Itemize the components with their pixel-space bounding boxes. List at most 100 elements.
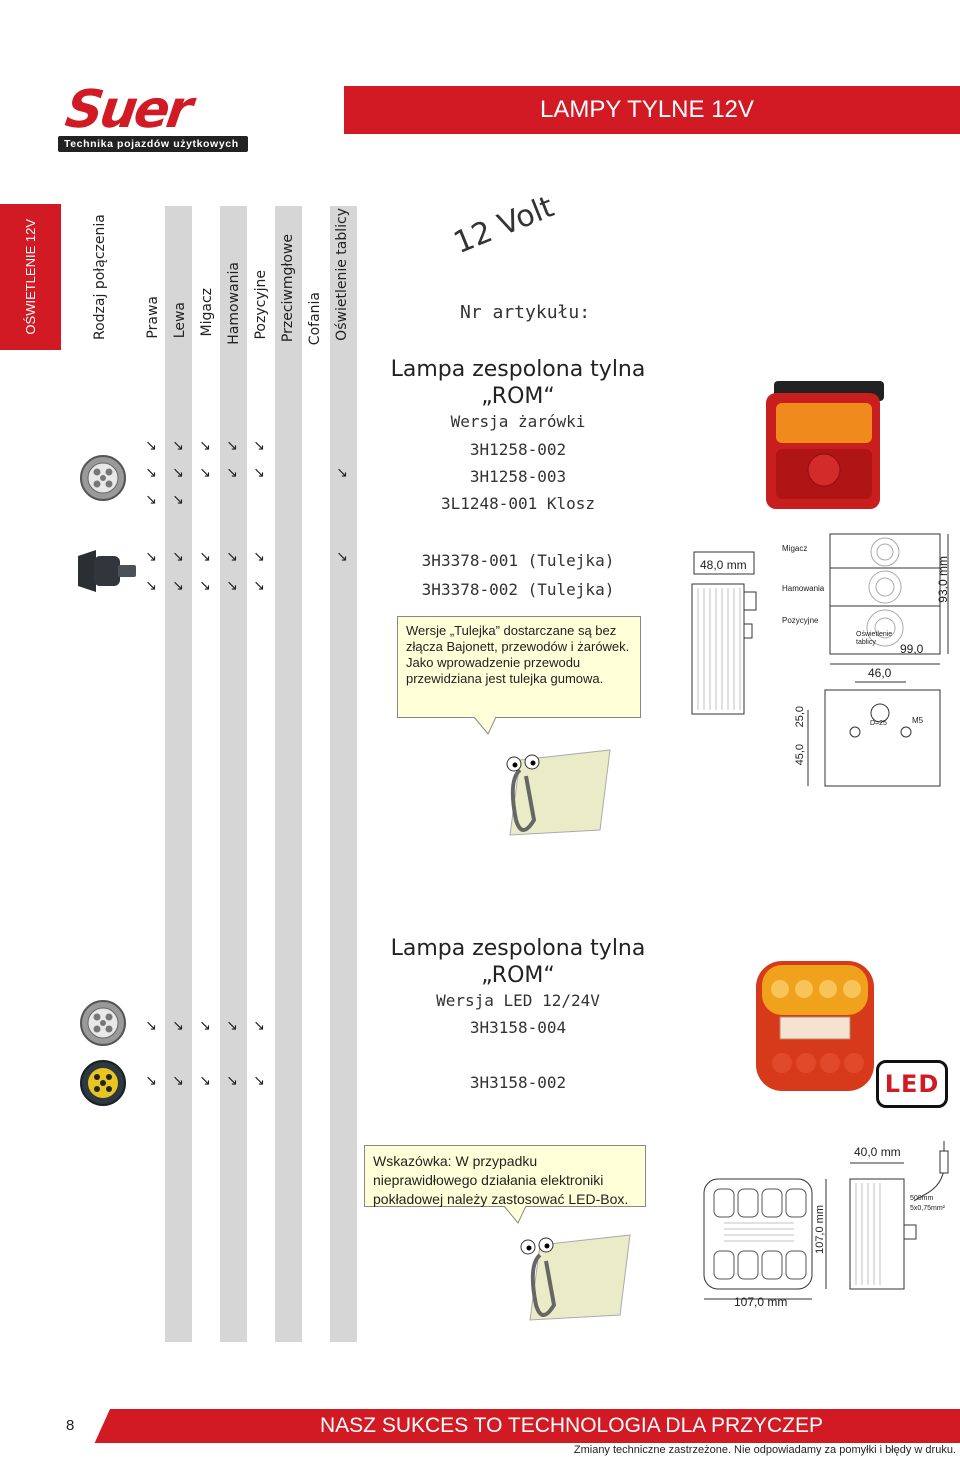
paperclip-assistant-icon: [506, 749, 611, 836]
product2-code-2: 3H3158-002: [469, 1073, 567, 1092]
dim-cable2: 5x0,75mm²: [910, 1205, 946, 1212]
check: ↘: [172, 492, 184, 508]
column-oswietlenie: [330, 206, 357, 1342]
note-pointer: [473, 716, 497, 735]
check: ↘: [172, 438, 184, 454]
paperclip-assistant-icon: [520, 1234, 631, 1321]
product2-variant: Wersja LED 12/24V: [436, 991, 600, 1010]
check: ↘: [145, 1018, 157, 1034]
check: ↘: [145, 1073, 157, 1089]
column-lewa: [165, 206, 192, 1342]
check: ↘: [253, 1073, 265, 1089]
check: ↘: [253, 465, 265, 481]
dim-hole-spacing: 46,0: [868, 666, 892, 680]
dim-depth: 48,0 mm: [700, 558, 747, 572]
footer-page-tab: [0, 1409, 110, 1443]
rom-led-lamp-photo: [756, 961, 874, 1091]
page-number: 8: [66, 1417, 75, 1434]
product1-note: Wersje „Tulejka” dostarczane są bez złąc…: [397, 616, 641, 718]
led-badge-text: LED: [884, 1070, 940, 1098]
check: ↘: [336, 549, 348, 565]
dim-v2: 45,0: [794, 744, 806, 766]
product1-variant: Wersja żarówki: [450, 412, 586, 431]
column-header-pozycyjne: Pozycyjne: [253, 270, 269, 340]
check: ↘: [253, 578, 265, 594]
check: ↘: [336, 465, 348, 481]
article-label: Nr artykułu:: [460, 302, 591, 323]
check: ↘: [226, 438, 238, 454]
column-hamowania: [220, 206, 247, 1342]
check: ↘: [199, 549, 211, 565]
dim-height: 107,0 mm: [814, 1205, 826, 1254]
check: ↘: [199, 1018, 211, 1034]
section-tab-label: OŚWIETLENIE 12V: [23, 219, 38, 335]
check: ↘: [199, 438, 211, 454]
product1-code-2: 3H1258-003: [469, 467, 567, 486]
column-header-migacz: Migacz: [199, 288, 215, 337]
check: ↘: [172, 578, 184, 594]
product2-code-1: 3H3158-004: [469, 1018, 567, 1037]
connector-round-icon: [80, 455, 126, 501]
product1-code-3: 3L1248-001 Klosz: [440, 494, 596, 513]
voltage-label: 12 Volt: [448, 189, 559, 261]
dim-cable: 500mm: [910, 1195, 934, 1202]
check: ↘: [145, 492, 157, 508]
column-header-przeciwmglowe: Przeciwmgłowe: [280, 234, 296, 343]
column-header-prawa: Prawa: [145, 296, 161, 339]
dim-width: 99,0: [900, 642, 924, 656]
brand-logo: Suer Technika pojazdów użytkowych: [58, 80, 258, 154]
column-przeciwmglowe: [275, 206, 302, 1342]
label-migacz: Migacz: [782, 544, 808, 553]
dim-small: D=25: [870, 720, 887, 727]
dim-width: 107,0 mm: [734, 1295, 788, 1309]
label-oswietlenie: Oświetlenie tablicy: [856, 631, 893, 646]
product1-title: Lampa zespolona tylna: [390, 357, 646, 382]
product2-note: Wskazówka: W przypadku nieprawidłowego d…: [364, 1145, 646, 1207]
rom-lamp-photo: [766, 381, 884, 509]
check: ↘: [145, 438, 157, 454]
product1-code-5: 3H3378-002 (Tulejka): [421, 580, 615, 599]
column-header-lewa: Lewa: [172, 302, 188, 339]
check: ↘: [172, 465, 184, 481]
logo-wordmark: Suer: [61, 80, 194, 140]
check: ↘: [145, 549, 157, 565]
check: ↘: [199, 465, 211, 481]
drawing-lines: [703, 1141, 949, 1300]
check: ↘: [226, 549, 238, 565]
drawing-lines: [691, 533, 949, 787]
footer-bar: [0, 1409, 960, 1443]
check: ↘: [199, 578, 211, 594]
column-header-connection: Rodzaj połączenia: [92, 214, 108, 340]
check: ↘: [145, 465, 157, 481]
product2-title: Lampa zespolona tylna: [390, 936, 646, 961]
page-title: LAMPY TYLNE 12V: [344, 86, 960, 134]
footer-disclaimer: Zmiany techniczne zastrzeżone. Nie odpow…: [573, 1444, 956, 1456]
dim-height: 93,0 mm: [936, 556, 950, 603]
check: ↘: [199, 1073, 211, 1089]
check: ↘: [226, 1018, 238, 1034]
connector-round-icon: [80, 1000, 126, 1046]
column-header-hamowania: Hamowania: [226, 262, 242, 345]
product2-name: „ROM“: [481, 963, 555, 988]
footer-slogan: NASZ SUKCES TO TECHNOLOGIA DLA PRZYCZEP: [320, 1414, 823, 1437]
label-hamowania: Hamowania: [782, 584, 825, 593]
check: ↘: [253, 438, 265, 454]
check: ↘: [172, 549, 184, 565]
rubber-sleeve-icon: [78, 550, 136, 592]
check: ↘: [226, 465, 238, 481]
logo-subtitle: Technika pojazdów użytkowych: [64, 138, 239, 150]
check: ↘: [145, 578, 157, 594]
column-header-oswietlenie-tablicy: Oświetlenie tablicy: [334, 208, 350, 341]
check: ↘: [253, 1018, 265, 1034]
product1-name: „ROM“: [481, 384, 555, 409]
dim-depth: 40,0 mm: [854, 1145, 901, 1159]
section-tab-label-wrap: OŚWIETLENIE 12V: [0, 204, 61, 350]
dim-thread: M5: [912, 716, 924, 725]
dim-v1: 25,0: [794, 706, 806, 728]
check: ↘: [253, 549, 265, 565]
check: ↘: [226, 1073, 238, 1089]
label-pozycyjne: Pozycyjne: [782, 616, 819, 625]
product1-code-1: 3H1258-002: [469, 440, 567, 459]
product1-code-4: 3H3378-001 (Tulejka): [421, 551, 615, 570]
product1-technical-drawing: 48,0 mm Migacz Hamowania Pozycyjne Oświe…: [690, 528, 960, 790]
